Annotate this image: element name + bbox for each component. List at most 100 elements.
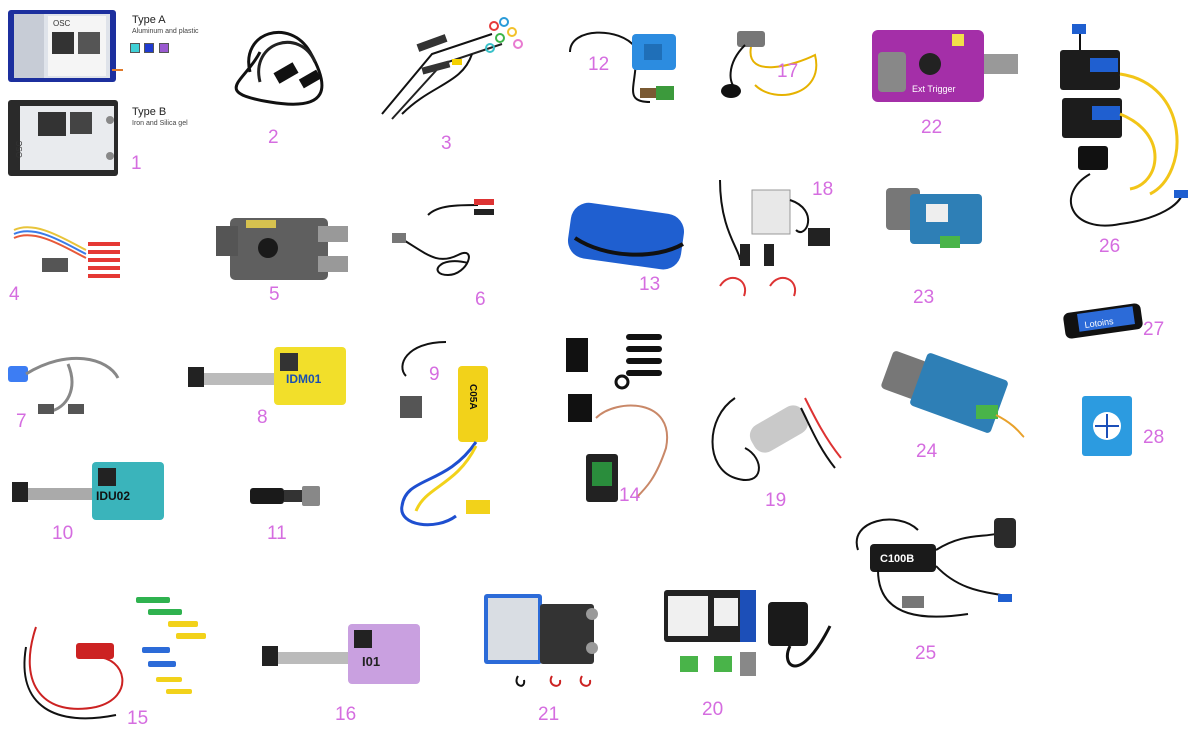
number-7: 7	[16, 411, 27, 432]
item-15-test-lead-set	[16, 587, 226, 732]
svg-text:C05A: C05A	[467, 384, 478, 410]
din-rail-module-image	[1082, 396, 1132, 456]
item-27-usb-dongle: Lotoins	[1060, 298, 1152, 351]
item-23-rs232-board	[880, 184, 990, 269]
usb-cable-image	[234, 30, 324, 106]
power-supply-kit-image	[664, 590, 832, 676]
number-25: 25	[915, 643, 937, 664]
type-a-color-swatches	[130, 40, 169, 58]
display-board-image	[484, 594, 598, 687]
swatch-cyan	[130, 43, 140, 53]
item-9-c05a-probe: C05A	[386, 336, 501, 541]
swatch-purple	[158, 43, 169, 53]
item-26-fiber-isolation-kit	[1050, 14, 1195, 244]
isolation-kit-image	[719, 179, 830, 297]
number-10: 10	[52, 523, 74, 544]
item-6-bnc-clip-cable	[388, 195, 498, 290]
item-24-rs485-board	[876, 345, 1026, 445]
idu02-module-image: IDU02	[12, 462, 164, 520]
item-7-usb-otg-cable	[8, 338, 133, 423]
item-1-oscilloscope-type-a: OSC	[8, 10, 132, 90]
svg-text:Lotoins: Lotoins	[1084, 316, 1115, 330]
type-b-title: Type B	[132, 106, 167, 118]
item-4-ribbon-cable	[6, 220, 131, 290]
type-a-subtitle: Aluminum and plastic	[132, 28, 199, 35]
number-23: 23	[913, 287, 935, 308]
current-probe-image	[711, 397, 842, 481]
number-28: 28	[1143, 427, 1165, 448]
i01-module-image: I01	[262, 624, 420, 684]
number-11: 11	[267, 523, 287, 544]
item-20-power-supply-kit	[660, 586, 835, 701]
number-24: 24	[916, 441, 938, 462]
ribbon-cable-image	[13, 226, 120, 278]
current-clamp-image	[569, 31, 676, 103]
c05a-probe-image: C05A	[400, 341, 490, 527]
fiber-isolation-kit-image	[1060, 24, 1188, 227]
svg-text:IDU02: IDU02	[96, 489, 130, 503]
number-17: 17	[777, 61, 799, 82]
svg-text:Ext Trigger: Ext Trigger	[912, 84, 956, 94]
rs485-board-image	[881, 351, 1025, 438]
probe-set-image	[381, 17, 523, 120]
bnc-adapter-image	[250, 486, 320, 506]
number-14: 14	[619, 485, 641, 506]
number-19: 19	[765, 490, 787, 511]
number-6: 6	[475, 289, 486, 310]
number-5: 5	[269, 284, 280, 305]
number-26: 26	[1099, 236, 1121, 257]
svg-text:IDM01: IDM01	[286, 372, 322, 386]
item-16-i01-module: I01	[262, 620, 422, 695]
carry-case-image	[567, 202, 685, 270]
svg-text:C100B: C100B	[880, 553, 914, 565]
svg-text:OSC: OSC	[15, 140, 24, 158]
svg-text:OSC: OSC	[53, 19, 71, 28]
number-27: 27	[1143, 319, 1165, 340]
item-13-carry-case	[565, 198, 690, 278]
usb-otg-cable-image	[8, 356, 120, 414]
oscilloscope-type-a-image: OSC	[8, 10, 132, 82]
number-15: 15	[127, 708, 149, 729]
item-17-db9-antenna	[715, 25, 835, 115]
item-21-display-board	[482, 590, 617, 700]
type-a-title: Type A	[132, 14, 166, 26]
test-lead-set-image	[23, 597, 206, 720]
item-5-bnc-adapter-board	[216, 206, 356, 291]
rs232-board-image	[886, 188, 982, 248]
c100b-current-sensor-image: C100B	[855, 518, 1016, 618]
number-4: 4	[9, 284, 20, 305]
item-28-din-rail-module	[1078, 392, 1138, 467]
swatch-blue	[144, 43, 155, 53]
number-16: 16	[335, 704, 357, 725]
item-11-bnc-adapter	[248, 480, 323, 515]
usb-dongle-image: Lotoins	[1063, 303, 1143, 339]
idm01-module-image: IDM01	[188, 347, 346, 405]
item-3-probe-set	[372, 14, 542, 134]
power-isolation-kit-image	[566, 334, 669, 502]
db9-antenna-image	[721, 31, 818, 98]
bnc-adapter-board-image	[216, 218, 348, 280]
number-1: 1	[131, 153, 142, 174]
bnc-clip-cable-image	[392, 199, 494, 277]
item-8-idm01-module: IDM01	[188, 343, 358, 413]
item-10-idu02-module: IDU02	[12, 460, 172, 530]
item-19-current-probe	[705, 378, 845, 493]
number-12: 12	[588, 54, 610, 75]
number-2: 2	[268, 127, 279, 148]
oscilloscope-type-b-image: OSC	[8, 100, 118, 176]
number-13: 13	[639, 274, 661, 295]
number-20: 20	[702, 699, 724, 720]
item-1-oscilloscope-type-b: OSC	[8, 100, 123, 185]
item-2-usb-cable	[230, 12, 345, 127]
item-22-ext-trigger-board: Ext Trigger	[872, 26, 1022, 116]
number-18: 18	[812, 179, 834, 200]
number-3: 3	[441, 133, 452, 154]
ext-trigger-board-image: Ext Trigger	[872, 30, 1018, 102]
item-12-current-clamp	[560, 22, 700, 122]
number-9: 9	[429, 364, 440, 385]
item-14-power-isolation-kit	[556, 328, 696, 523]
item-25-c100b-current-sensor: C100B	[848, 510, 1023, 640]
number-22: 22	[921, 117, 943, 138]
number-21: 21	[538, 704, 560, 725]
